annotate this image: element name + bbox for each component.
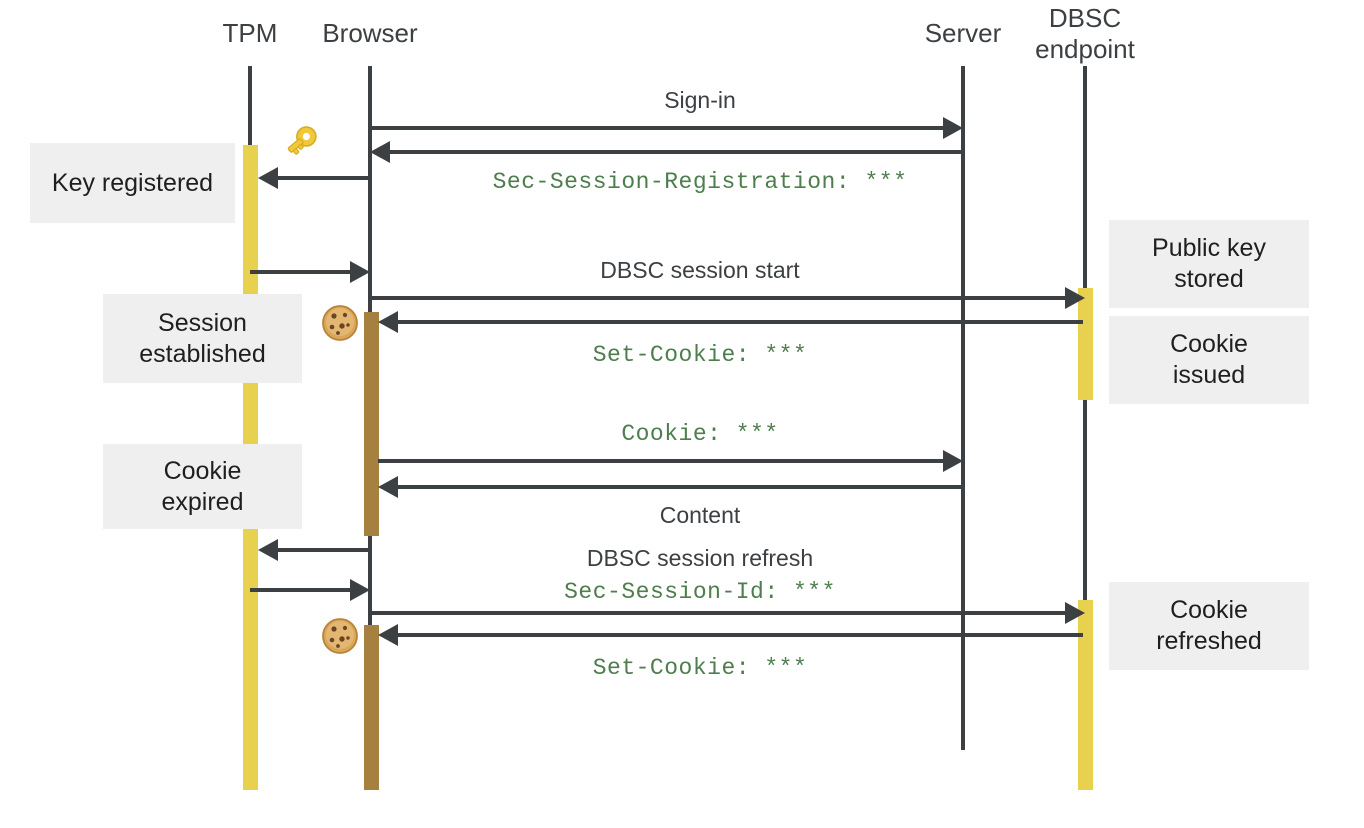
message-arrowhead-dbsc-session-start xyxy=(1065,287,1085,309)
note-cookie-issued: Cookie issued xyxy=(1109,316,1309,404)
message-arrowhead-browser-to-tpm-register xyxy=(258,167,278,189)
activation-bar-dbsc-1 xyxy=(1078,288,1093,400)
message-label-cookie-header: Cookie: *** xyxy=(621,421,779,447)
activation-bar-dbsc-2 xyxy=(1078,600,1093,790)
message-line-cookie-header xyxy=(378,459,945,463)
message-arrowhead-browser-to-tpm-refresh xyxy=(258,539,278,561)
message-arrowhead-tpm-to-browser-key xyxy=(350,261,370,283)
message-arrowhead-set-cookie-2 xyxy=(378,624,398,646)
message-arrowhead-content xyxy=(378,476,398,498)
message-line-set-cookie-1 xyxy=(398,320,1083,324)
activation-bar-browser-2 xyxy=(364,625,379,790)
message-label-sign-in: Sign-in xyxy=(664,87,736,113)
message-label-set-cookie-2: Set-Cookie: *** xyxy=(592,655,808,681)
message-line-tpm-to-browser-key xyxy=(250,270,352,274)
message-arrowhead-set-cookie-1 xyxy=(378,311,398,333)
cookie-icon-1 xyxy=(320,303,360,343)
message-line-dbsc-session-start xyxy=(370,296,1067,300)
message-arrowhead-sec-session-registration xyxy=(370,141,390,163)
lifeline-server xyxy=(961,66,965,750)
actor-label-server: Server xyxy=(924,18,1002,48)
activation-bar-browser-1 xyxy=(364,312,379,536)
message-line-browser-to-tpm-refresh xyxy=(278,548,370,552)
message-arrowhead-dbsc-session-refresh xyxy=(1065,602,1085,624)
note-key-registered: Key registered xyxy=(30,143,235,223)
note-public-key-stored: Public key stored xyxy=(1109,220,1309,308)
message-arrowhead-sign-in xyxy=(943,117,963,139)
message-line-dbsc-session-refresh xyxy=(370,611,1067,615)
message-line-sec-session-registration xyxy=(390,150,963,154)
actor-label-tpm: TPM xyxy=(222,18,278,48)
key-icon xyxy=(281,122,321,160)
message-line-content xyxy=(398,485,963,489)
message-label-content: Content xyxy=(659,502,741,528)
cookie-icon-2 xyxy=(320,616,360,656)
message-arrowhead-tpm-to-browser-refresh xyxy=(350,579,370,601)
note-cookie-expired: Cookie expired xyxy=(103,444,302,529)
message-label-dbsc-session-refresh: DBSC session refresh xyxy=(586,545,814,571)
note-cookie-refreshed: Cookie refreshed xyxy=(1109,582,1309,670)
note-session-established: Session established xyxy=(103,294,302,383)
message-arrowhead-cookie-header xyxy=(943,450,963,472)
message-line-browser-to-tpm-register xyxy=(278,176,370,180)
message-label-set-cookie-1: Set-Cookie: *** xyxy=(592,342,808,368)
message-label-sec-session-registration: Sec-Session-Registration: *** xyxy=(492,169,908,195)
message-line-set-cookie-2 xyxy=(398,633,1083,637)
message-label-sec-session-id: Sec-Session-Id: *** xyxy=(564,579,836,605)
message-line-tpm-to-browser-refresh xyxy=(250,588,352,592)
message-label-dbsc-session-start: DBSC session start xyxy=(600,257,800,283)
lifeline-dbsc-endpoint xyxy=(1083,66,1087,790)
message-line-sign-in xyxy=(370,126,945,130)
actor-label-dbsc-endpoint: DBSC endpoint xyxy=(1035,3,1135,64)
actor-label-browser: Browser xyxy=(322,18,418,48)
